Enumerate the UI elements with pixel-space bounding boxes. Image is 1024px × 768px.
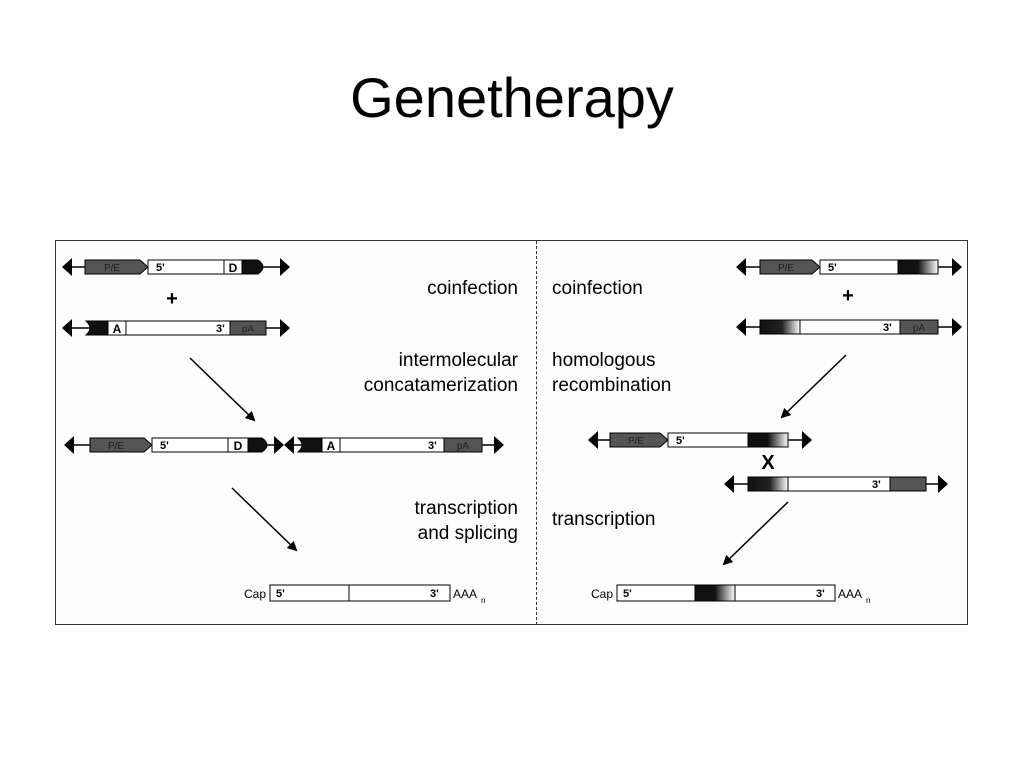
center-divider bbox=[536, 241, 537, 625]
right-polya-subscript: n bbox=[866, 596, 870, 605]
concat-five-prime-label: 5' bbox=[160, 440, 169, 452]
left-arrow-2 bbox=[231, 487, 298, 552]
right-five-prime-label: 5' bbox=[828, 262, 837, 274]
left-polya-tail: AAA bbox=[453, 587, 477, 601]
right-polya-tail: AAA bbox=[838, 587, 862, 601]
donor-label: D bbox=[229, 261, 238, 275]
left-donor-vector bbox=[62, 258, 290, 276]
right-label-homologous: homologous bbox=[552, 350, 656, 371]
right-promoter-label: P/E bbox=[778, 263, 794, 274]
left-label-concatamerization: concatamerization bbox=[363, 375, 518, 396]
left-label-splicing: and splicing bbox=[417, 523, 518, 544]
right-mrna-five-prime: 5' bbox=[623, 588, 632, 600]
left-mrna-five-prime: 5' bbox=[276, 588, 285, 600]
left-label-intermolecular: intermolecular bbox=[398, 350, 518, 371]
right-label-transcription: transcription bbox=[552, 509, 656, 530]
right-cap-label: Cap bbox=[591, 587, 613, 601]
right-plus-sign: + bbox=[842, 285, 854, 307]
polya-label: pA bbox=[242, 324, 255, 335]
right-label-coinfection: coinfection bbox=[552, 278, 643, 299]
left-concatamer bbox=[64, 436, 504, 454]
five-prime-label: 5' bbox=[156, 262, 165, 274]
promoter-label: P/E bbox=[104, 263, 120, 274]
concat-acceptor-label: A bbox=[327, 439, 336, 453]
left-arrow-1 bbox=[189, 357, 256, 422]
concat-polya-label: pA bbox=[457, 441, 470, 452]
right-polya-label: pA bbox=[913, 323, 926, 334]
right-recombination-bottom bbox=[724, 475, 948, 493]
concat-promoter-label: P/E bbox=[108, 441, 124, 452]
left-mrna-three-prime: 3' bbox=[430, 588, 439, 600]
right-label-recombination: recombination bbox=[552, 375, 672, 396]
right-arrow-2 bbox=[722, 501, 789, 566]
crossover-mark: X bbox=[761, 452, 775, 474]
page-title: Genetherapy bbox=[350, 66, 674, 129]
left-label-coinfection: coinfection bbox=[427, 278, 518, 299]
acceptor-label: A bbox=[113, 322, 122, 336]
right-donor-vector bbox=[736, 258, 962, 276]
recomb-five-prime-label: 5' bbox=[676, 435, 685, 447]
left-cap-label: Cap bbox=[244, 587, 266, 601]
right-arrow-1 bbox=[780, 354, 847, 419]
right-mrna bbox=[616, 584, 836, 602]
left-mrna bbox=[269, 584, 451, 602]
three-prime-label: 3' bbox=[216, 323, 225, 335]
right-recombination-top bbox=[588, 431, 812, 449]
right-three-prime-label: 3' bbox=[883, 322, 892, 334]
concat-three-prime-label: 3' bbox=[428, 440, 437, 452]
left-label-transcription: transcription bbox=[414, 498, 519, 519]
diagram-frame bbox=[55, 240, 968, 625]
recomb-three-prime-label: 3' bbox=[872, 479, 881, 491]
left-plus-sign: + bbox=[166, 288, 178, 310]
concat-donor-label: D bbox=[234, 439, 243, 453]
right-acceptor-vector bbox=[736, 318, 962, 336]
right-mrna-three-prime: 3' bbox=[816, 588, 825, 600]
recomb-promoter-label: P/E bbox=[628, 436, 644, 447]
left-polya-subscript: n bbox=[481, 596, 485, 605]
left-acceptor-vector bbox=[62, 319, 290, 337]
